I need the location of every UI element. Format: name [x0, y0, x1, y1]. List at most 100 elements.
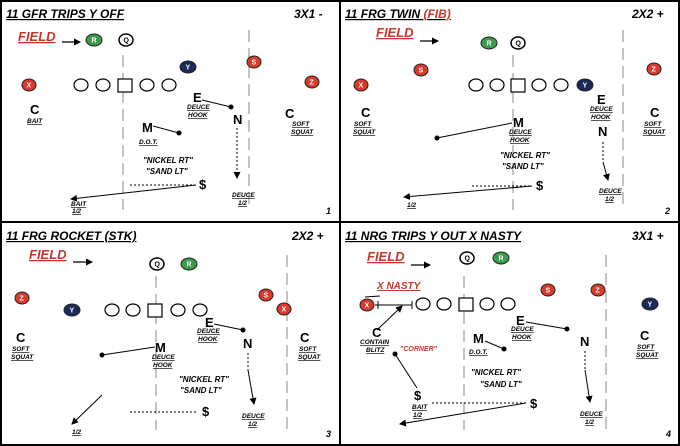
panel-3-c-right-assign-2: SQUAT: [298, 354, 321, 361]
panel-3-deuce-2: 1/2: [248, 421, 257, 428]
panel-1-e-assign-2: HOOK: [188, 112, 209, 119]
panel-2-c-right: C: [650, 105, 660, 120]
panel-1-m-route: [152, 125, 180, 134]
svg-text:S: S: [252, 60, 257, 67]
panel-2-formation: 2X2 +: [631, 7, 664, 21]
panel-2-player-q: Q: [510, 36, 526, 50]
panel-2-field-label: FIELD: [376, 25, 414, 40]
panel-1-e: E: [193, 90, 202, 105]
svg-text:Z: Z: [596, 288, 601, 295]
panel-4-c-left-assign-2: BLITZ: [366, 347, 385, 354]
panel-2-m-assign-1: DEUCE: [509, 129, 532, 136]
panel-4-m-route: [484, 340, 505, 350]
panel-2-deuce-1: DEUCE: [599, 188, 622, 195]
panel-3-n-route: [247, 369, 257, 405]
panel-2-e-assign-1: DEUCE: [590, 106, 613, 113]
panel-1-number: 1: [326, 206, 331, 216]
panel-4-e-assign-2: HOOK: [512, 334, 533, 341]
panel-2-player-s: S: [413, 63, 429, 77]
panel-1-deuce-2: 1/2: [238, 200, 247, 207]
panel-1-bait-1: BAIT: [71, 201, 87, 208]
panel-1-field-label: FIELD: [18, 29, 56, 44]
panel-1-c-right-assign-1: SOFT: [292, 121, 310, 128]
panel-4-e-assign-1: DEUCE: [511, 326, 534, 333]
svg-text:X: X: [365, 303, 370, 310]
panel-4-c-right-assign-1: SOFT: [637, 344, 655, 351]
panel-1-e-assign-1: DEUCE: [187, 104, 210, 111]
svg-text:X: X: [282, 307, 287, 314]
panel-4-x-nasty-pointer: [364, 295, 381, 298]
svg-text:Q: Q: [124, 38, 130, 45]
panel-3-e: E: [205, 315, 214, 330]
panel-2-call-1: "NICKEL RT": [500, 151, 550, 160]
svg-text:S: S: [419, 68, 424, 75]
panel-3-m: M: [155, 340, 166, 355]
panel-3-title: 11 FRG ROCKET (STK): [6, 229, 136, 243]
panel-1-player-q: Q: [118, 33, 134, 47]
panel-2-c-right-assign-1: SOFT: [644, 121, 662, 128]
svg-text:Q: Q: [516, 41, 522, 48]
panel-3-dollar: $: [202, 404, 210, 419]
panel-4-bait-route: [394, 353, 418, 389]
panel-3-c-left: C: [16, 330, 26, 345]
panel-1-formation: 3X1 -: [294, 7, 323, 21]
panel-1-c-right: C: [285, 106, 295, 121]
panel-1-c-left-assign: BAIT: [27, 118, 43, 125]
panel-2-title: 11 FRG TWIN (FIB): [345, 7, 451, 21]
panel-2-title-tag: (FIB): [423, 7, 450, 21]
panel-2-c-left: C: [361, 105, 371, 120]
panel-2-offensive-line: [468, 78, 569, 93]
panel-4-call-2: "SAND LT": [480, 380, 522, 389]
panel-3-m-assign-1: DEUCE: [152, 354, 175, 361]
panel-3-player-z: Z: [14, 291, 30, 305]
panel-3-c-left-assign-1: SOFT: [12, 346, 30, 353]
panel-4-x-nasty-label: X NASTY: [376, 281, 422, 292]
panel-2-n-route: [602, 161, 610, 181]
panel-3-half-left: 1/2: [72, 429, 81, 436]
panel-2-c-left-assign-2: SQUAT: [353, 129, 376, 136]
svg-text:Y: Y: [583, 83, 588, 90]
panel-3-e-assign-1: DEUCE: [197, 328, 220, 335]
panel-4-e: E: [516, 313, 525, 328]
panel-4-n-route: [584, 369, 593, 403]
panel-2-deuce-2: 1/2: [605, 196, 614, 203]
svg-text:Z: Z: [310, 80, 315, 87]
panel-4-player-r: R: [492, 251, 510, 265]
svg-text:R: R: [92, 38, 97, 45]
svg-text:Y: Y: [648, 302, 653, 309]
panel-3-call-2: "SAND LT": [180, 386, 222, 395]
panel-4-dollar: $: [530, 396, 538, 411]
panel-3-e-assign-2: HOOK: [198, 336, 219, 343]
panel-3-deuce-1: DEUCE: [242, 413, 265, 420]
panel-4-deuce-1: DEUCE: [580, 411, 603, 418]
svg-text:Z: Z: [20, 296, 25, 303]
panel-2-dollar-route: [403, 185, 533, 200]
panel-3-c-left-assign-2: SQUAT: [11, 354, 34, 361]
panel-4-player-x: X: [359, 298, 375, 312]
panel-4-dollar-mid: $: [414, 388, 422, 403]
panel-4-bait-1: BAIT: [412, 404, 428, 411]
panel-3: 11 FRG ROCKET (STK) 2X2 + FIELD Q R Z Y …: [6, 229, 331, 439]
panel-4-c-left: C: [372, 325, 382, 340]
panel-1-e-route: [201, 99, 232, 108]
panel-1-bait-2: 1/2: [72, 208, 81, 215]
panel-1: 11 GFR TRIPS Y OFF 3X1 - FIELD R Q X Y S…: [6, 7, 331, 216]
panel-3-field-label: FIELD: [29, 247, 67, 262]
panel-2-player-x: X: [353, 78, 369, 92]
panel-3-offensive-line: [104, 303, 208, 318]
svg-text:X: X: [359, 83, 364, 90]
svg-text:R: R: [187, 262, 192, 269]
panel-3-c-right: C: [300, 330, 310, 345]
panel-2-dollar: $: [536, 178, 544, 193]
panel-1-c-left: C: [30, 102, 40, 117]
panel-4-offensive-line: [415, 297, 516, 312]
panel-4: 11 NRG TRIPS Y OUT X NASTY 3X1 + FIELD Q…: [345, 229, 671, 439]
panel-1-offensive-line: [73, 78, 177, 93]
panel-4-title: 11 NRG TRIPS Y OUT X NASTY: [345, 229, 522, 243]
panel-4-c-right: C: [640, 328, 650, 343]
panel-4-c-right-assign-2: SQUAT: [636, 352, 659, 359]
panel-1-dollar: $: [199, 177, 207, 192]
panel-1-call-2: "SAND LT": [146, 167, 188, 176]
